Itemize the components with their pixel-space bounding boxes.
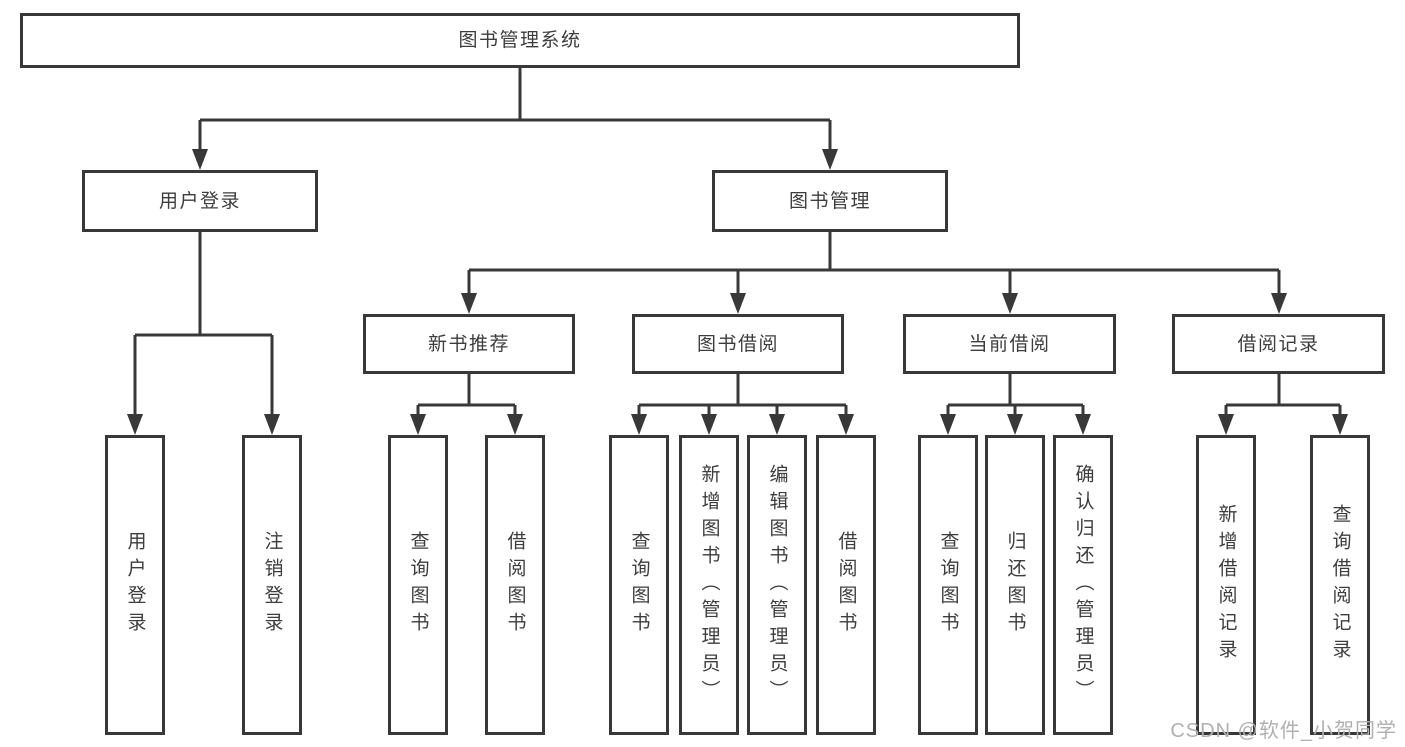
leaf-records-add-borrow-record: 新增借阅记录: [1196, 435, 1256, 735]
node-library-management-system: 图书管理系统: [20, 13, 1020, 68]
node-current-borrowing: 当前借阅: [903, 314, 1116, 374]
node-new-book-recommendation: 新书推荐: [363, 314, 575, 374]
node-borrowing-records: 借阅记录: [1172, 314, 1385, 374]
node-user-login: 用户登录: [82, 170, 318, 232]
leaf-borrow-query-books: 查询图书: [609, 435, 669, 735]
leaf-borrow-edit-books-admin: 编辑图书（管理员）: [747, 435, 807, 735]
node-book-management: 图书管理: [712, 170, 948, 232]
leaf-logout: 注销登录: [242, 435, 302, 735]
leaf-user-login: 用户登录: [105, 435, 165, 735]
connector-paths: [133, 68, 1342, 415]
leaf-current-query-books: 查询图书: [918, 435, 978, 735]
leaf-current-return-books: 归还图书: [985, 435, 1045, 735]
leaf-recommend-query-books: 查询图书: [388, 435, 448, 735]
csdn-watermark: CSDN @软件_小贺同学: [1170, 720, 1397, 742]
leaf-borrow-add-books-admin: 新增图书（管理员）: [679, 435, 739, 735]
leaf-records-query-borrow-record: 查询借阅记录: [1310, 435, 1370, 735]
leaf-borrow-borrow-books: 借阅图书: [816, 435, 876, 735]
leaf-recommend-borrow-books: 借阅图书: [485, 435, 545, 735]
node-book-borrowing: 图书借阅: [632, 314, 844, 374]
leaf-current-confirm-return-admin: 确认归还（管理员）: [1053, 435, 1113, 735]
arrowhead-icons: [127, 149, 1348, 435]
